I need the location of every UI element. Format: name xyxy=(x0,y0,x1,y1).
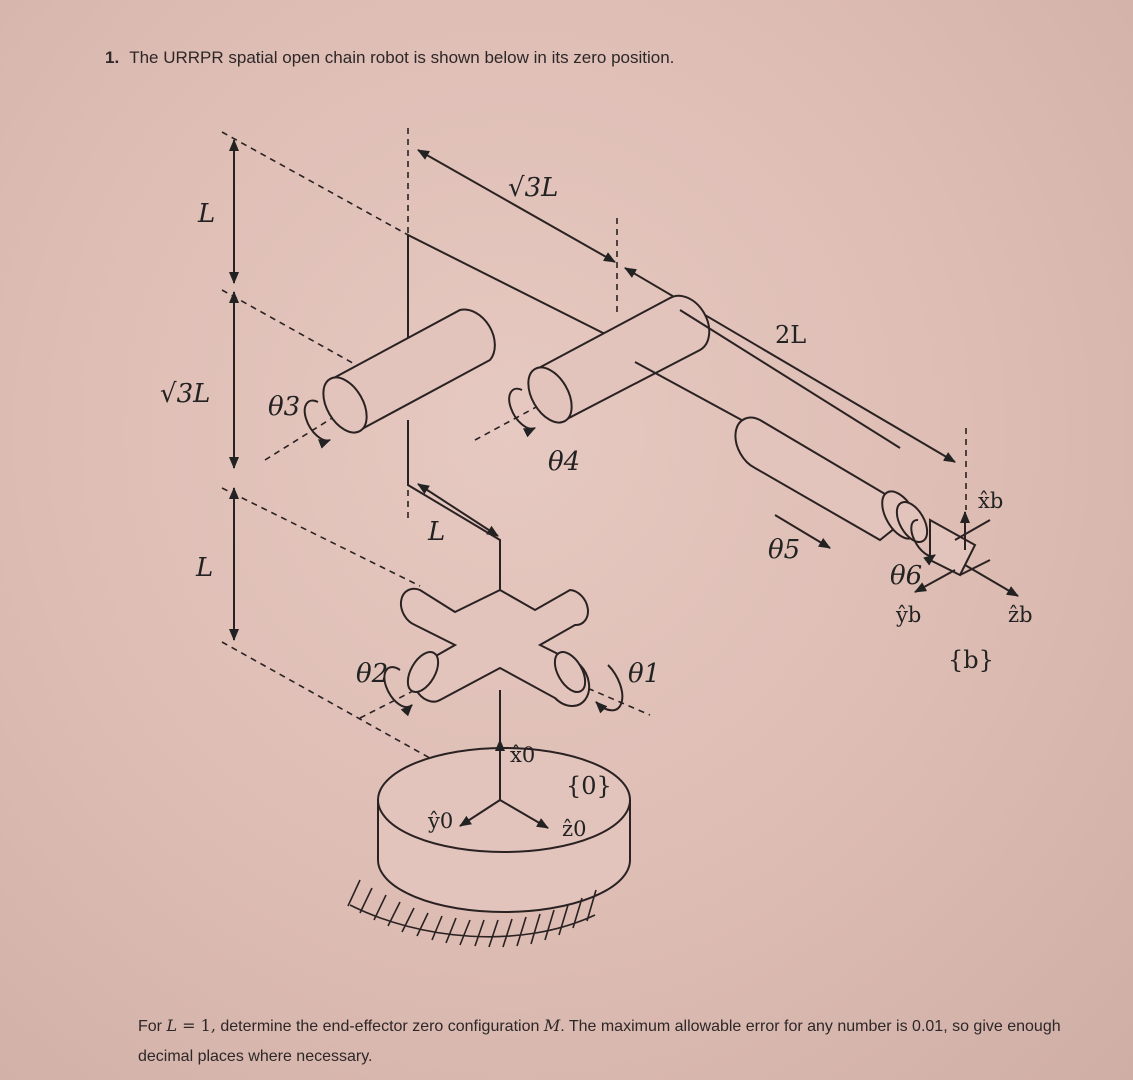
label-theta5: θ5 xyxy=(768,535,800,565)
ext-line-3 xyxy=(221,487,421,587)
axis-yb xyxy=(914,569,956,593)
label-sqrt3L-left: √3L xyxy=(160,379,210,409)
base-platform xyxy=(377,747,631,913)
label-2L: 2L xyxy=(775,321,806,349)
label-frame0: {0} xyxy=(566,772,612,800)
axis-zb xyxy=(964,564,1019,597)
question-prefix: For xyxy=(138,1018,162,1035)
cylinder-theta4 xyxy=(527,294,711,424)
axis-z0 xyxy=(499,799,549,829)
question-equals: = 1, xyxy=(177,1016,216,1035)
label-sqrt3L-top: √3L xyxy=(508,173,558,203)
rot-arrow-theta2 xyxy=(383,666,413,717)
rot-arrow-theta6 xyxy=(910,518,936,566)
ext-line-top xyxy=(221,131,411,237)
link-arm-top xyxy=(679,309,901,449)
cylinder-theta3 xyxy=(322,308,496,434)
link-vertical xyxy=(407,233,618,380)
end-effector xyxy=(929,518,991,577)
question-suffix: . The maximum allowable error for any nu… xyxy=(138,1018,1061,1065)
label-yb: ŷb xyxy=(895,603,921,627)
rot-arrow-theta1 xyxy=(595,664,624,714)
prismatic-theta5 xyxy=(734,416,929,543)
label-theta6: θ6 xyxy=(890,561,922,591)
label-z0: ẑ0 xyxy=(562,817,586,841)
question-text: For L = 1, determine the end-effector ze… xyxy=(138,1011,1068,1072)
question-var-M: M xyxy=(543,1016,561,1035)
label-theta2: θ2 xyxy=(356,659,388,689)
dim-arrow-sqrt3L-top xyxy=(417,149,616,263)
rot-arrow-theta4 xyxy=(508,387,536,438)
universal-joint-cross xyxy=(399,587,591,707)
problem-text: The URRPR spatial open chain robot is sh… xyxy=(129,48,675,67)
axis-y0 xyxy=(459,799,501,827)
label-theta4: θ4 xyxy=(548,447,580,477)
theta5-arrow xyxy=(774,514,831,549)
question-var-L: L xyxy=(166,1016,178,1035)
label-L-offset: L xyxy=(427,517,445,547)
axis-theta2 xyxy=(359,689,416,719)
label-L-bottom: L xyxy=(195,553,213,583)
label-zb: ẑb xyxy=(1008,603,1033,627)
label-x0: x̂0 xyxy=(510,743,535,767)
rot-arrow-theta3 xyxy=(303,399,331,449)
ground-hatch xyxy=(347,879,597,948)
question-mid: determine the end-effector zero configur… xyxy=(215,1018,540,1035)
problem-number: 1. xyxy=(105,48,120,67)
dim-arrow-L-offset xyxy=(417,483,499,537)
label-xb: x̂b xyxy=(978,489,1003,513)
link-offset xyxy=(407,420,501,590)
label-theta1: θ1 xyxy=(628,659,660,689)
axis-theta4 xyxy=(474,404,541,441)
label-y0: ŷ0 xyxy=(427,809,453,833)
label-frameb: {b} xyxy=(948,646,994,674)
label-theta3: θ3 xyxy=(268,392,300,422)
label-L-top: L xyxy=(197,199,215,229)
problem-statement: 1. The URRPR spatial open chain robot is … xyxy=(105,48,674,68)
link-arm xyxy=(634,361,761,431)
